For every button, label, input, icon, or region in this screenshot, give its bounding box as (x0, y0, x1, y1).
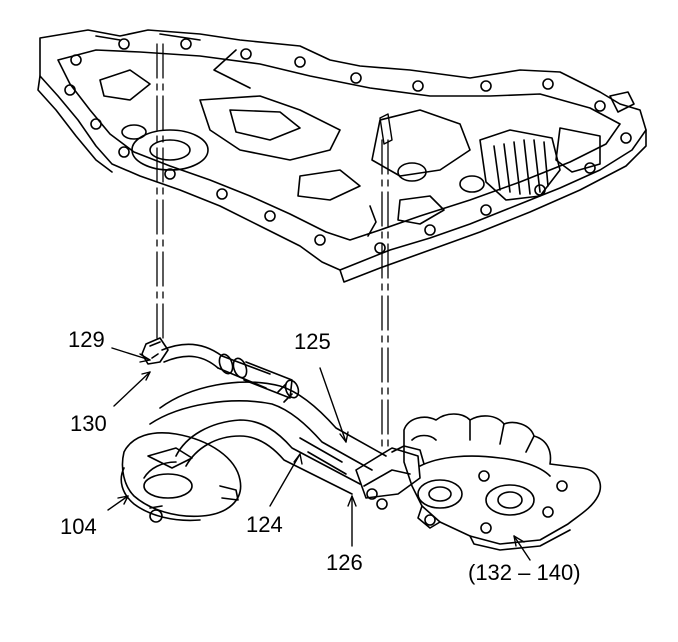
callout-124: 124 (246, 512, 283, 537)
suction-tube (149, 381, 387, 495)
callout-126: 126 (326, 550, 363, 575)
alignment-lines (156, 43, 389, 453)
callout-125: 125 (294, 329, 331, 354)
oil-pump-housing (403, 413, 602, 551)
filler-tube-assembly (141, 337, 300, 403)
oil-filter-screen (120, 432, 242, 523)
callout-104: 104 (60, 514, 97, 539)
callout-132-140: (132 – 140) (468, 560, 581, 585)
callout-129: 129 (68, 327, 105, 352)
pump-fittings (355, 445, 425, 510)
callout-130: 130 (70, 411, 107, 436)
transmission-case (37, 29, 647, 283)
leader-lines (107, 347, 531, 561)
